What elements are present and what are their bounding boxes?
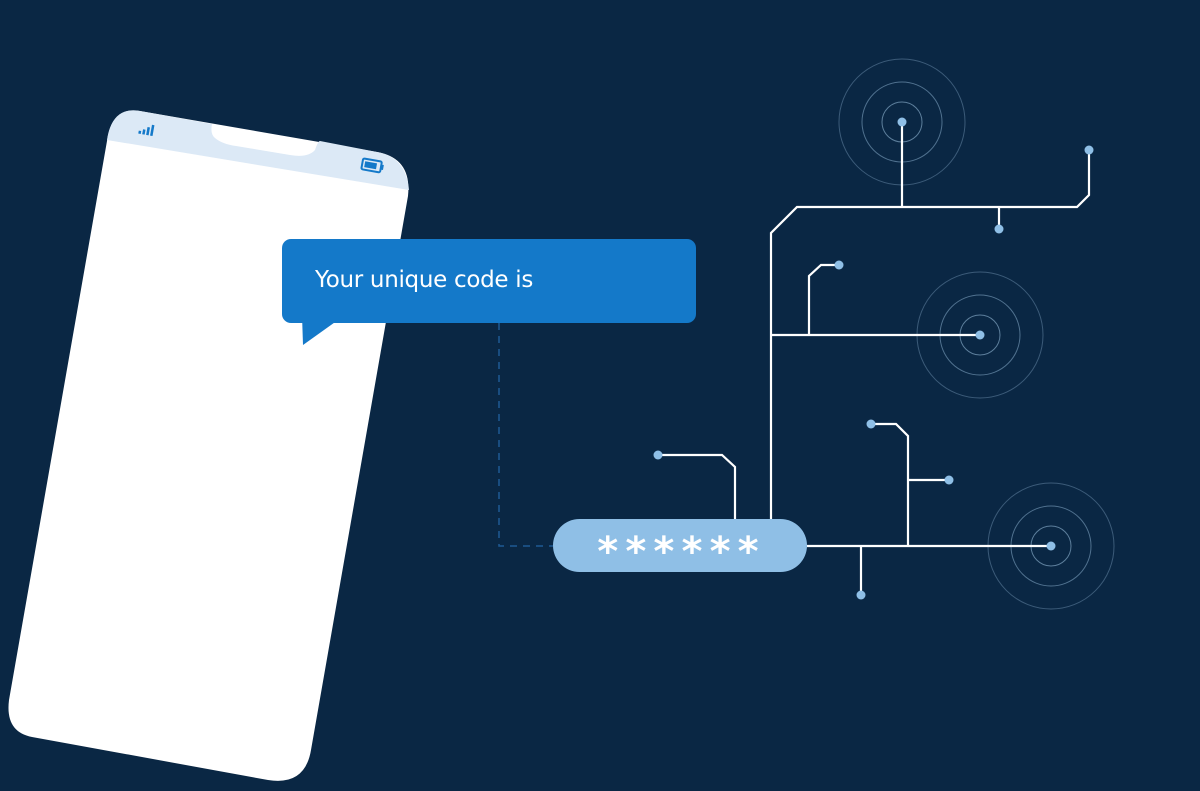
phone-body <box>8 110 409 781</box>
circuit-branch <box>658 453 737 519</box>
circuit-node <box>856 590 866 600</box>
phone <box>8 110 409 781</box>
circuit-node <box>866 419 876 429</box>
dashed-connector <box>498 323 553 547</box>
circuit-node <box>1046 541 1056 551</box>
circuit-branch <box>807 263 839 335</box>
circuit-nodes <box>653 117 1094 600</box>
message-text: Your unique code is <box>315 267 534 293</box>
circuit-node <box>994 224 1004 234</box>
code-pill: ****** <box>553 519 807 575</box>
masked-code: ****** <box>595 529 765 575</box>
circuit-node <box>834 260 844 270</box>
signal-strength-icon <box>138 124 155 137</box>
circuit-node <box>975 330 985 340</box>
circuit-node <box>897 117 907 127</box>
message-bubble: Your unique code is <box>282 239 696 323</box>
circuit-node <box>944 475 954 485</box>
circuit-lines <box>658 122 1091 595</box>
circuit-trunk <box>769 150 1091 519</box>
circuit-node <box>1084 145 1094 155</box>
circuit-branch <box>871 422 910 546</box>
battery-icon <box>360 157 384 174</box>
phone-status-bar <box>107 110 409 190</box>
circuit-node <box>653 450 663 460</box>
